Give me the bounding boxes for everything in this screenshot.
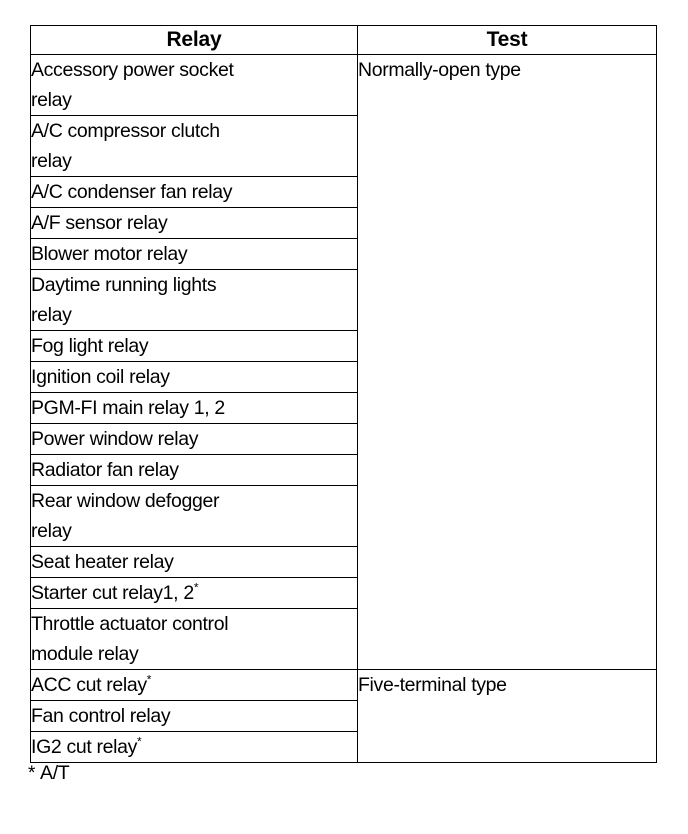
cell-test-type: Five-terminal type: [357, 669, 657, 763]
cell-relay-name: Power window relay: [30, 423, 358, 455]
cell-relay-name: Radiator fan relay: [30, 454, 358, 486]
cell-relay-name: Seat heater relay: [30, 546, 358, 578]
table-row: Starter cut relay1, 2*: [30, 577, 657, 609]
cell-relay-name: Rear window defogger relay: [30, 485, 358, 547]
cell-relay-name: Throttle actuator control module relay: [30, 608, 358, 670]
table-row: Fan control relay: [30, 700, 657, 732]
footnote-ref-asterisk: *: [137, 734, 142, 749]
column-header-relay: Relay: [30, 25, 358, 55]
footnote-ref-asterisk: *: [146, 672, 152, 687]
cell-relay-name: A/C condenser fan relay: [30, 176, 358, 208]
cell-relay-name: Accessory power socket relay: [30, 54, 358, 116]
table-row: Rear window defogger relay: [30, 485, 657, 547]
table-row: Power window relay: [30, 423, 657, 455]
cell-relay-name: Blower motor relay: [30, 238, 358, 270]
table-row: IG2 cut relay*: [30, 731, 657, 763]
table-row: ACC cut relay*Five-terminal type: [30, 669, 657, 763]
cell-relay-name: Fan control relay: [30, 700, 358, 732]
cell-relay-name: Fog light relay: [30, 330, 358, 362]
table-row: Ignition coil relay: [30, 361, 657, 393]
footnote-text: A/T: [40, 762, 70, 784]
cell-test-type: Normally-open type: [357, 54, 657, 670]
table-head: Relay Test: [30, 25, 657, 55]
cell-relay-name: ACC cut relay*: [30, 669, 358, 701]
column-header-test: Test: [357, 25, 657, 55]
table-row: A/C condenser fan relay: [30, 176, 657, 208]
cell-relay-name: Daytime running lights relay: [30, 269, 358, 331]
cell-relay-name: A/C compressor clutch relay: [30, 115, 358, 177]
cell-relay-name: PGM-FI main relay 1, 2: [30, 392, 358, 424]
footnote-mark: *: [28, 763, 36, 784]
cell-relay-name: Starter cut relay1, 2*: [30, 577, 358, 609]
footnote: *A/T: [28, 760, 70, 787]
footnote-ref-asterisk: *: [193, 580, 199, 595]
table-row: Fog light relay: [30, 330, 657, 362]
table-row: A/C compressor clutch relay: [30, 115, 657, 177]
table-row: Daytime running lights relay: [30, 269, 657, 331]
cell-relay-name: Ignition coil relay: [30, 361, 358, 393]
table-header-row: Relay Test: [30, 25, 657, 55]
table-row: Blower motor relay: [30, 238, 657, 270]
cell-relay-name: A/F sensor relay: [30, 207, 358, 239]
cell-relay-name: IG2 cut relay*: [30, 731, 358, 763]
